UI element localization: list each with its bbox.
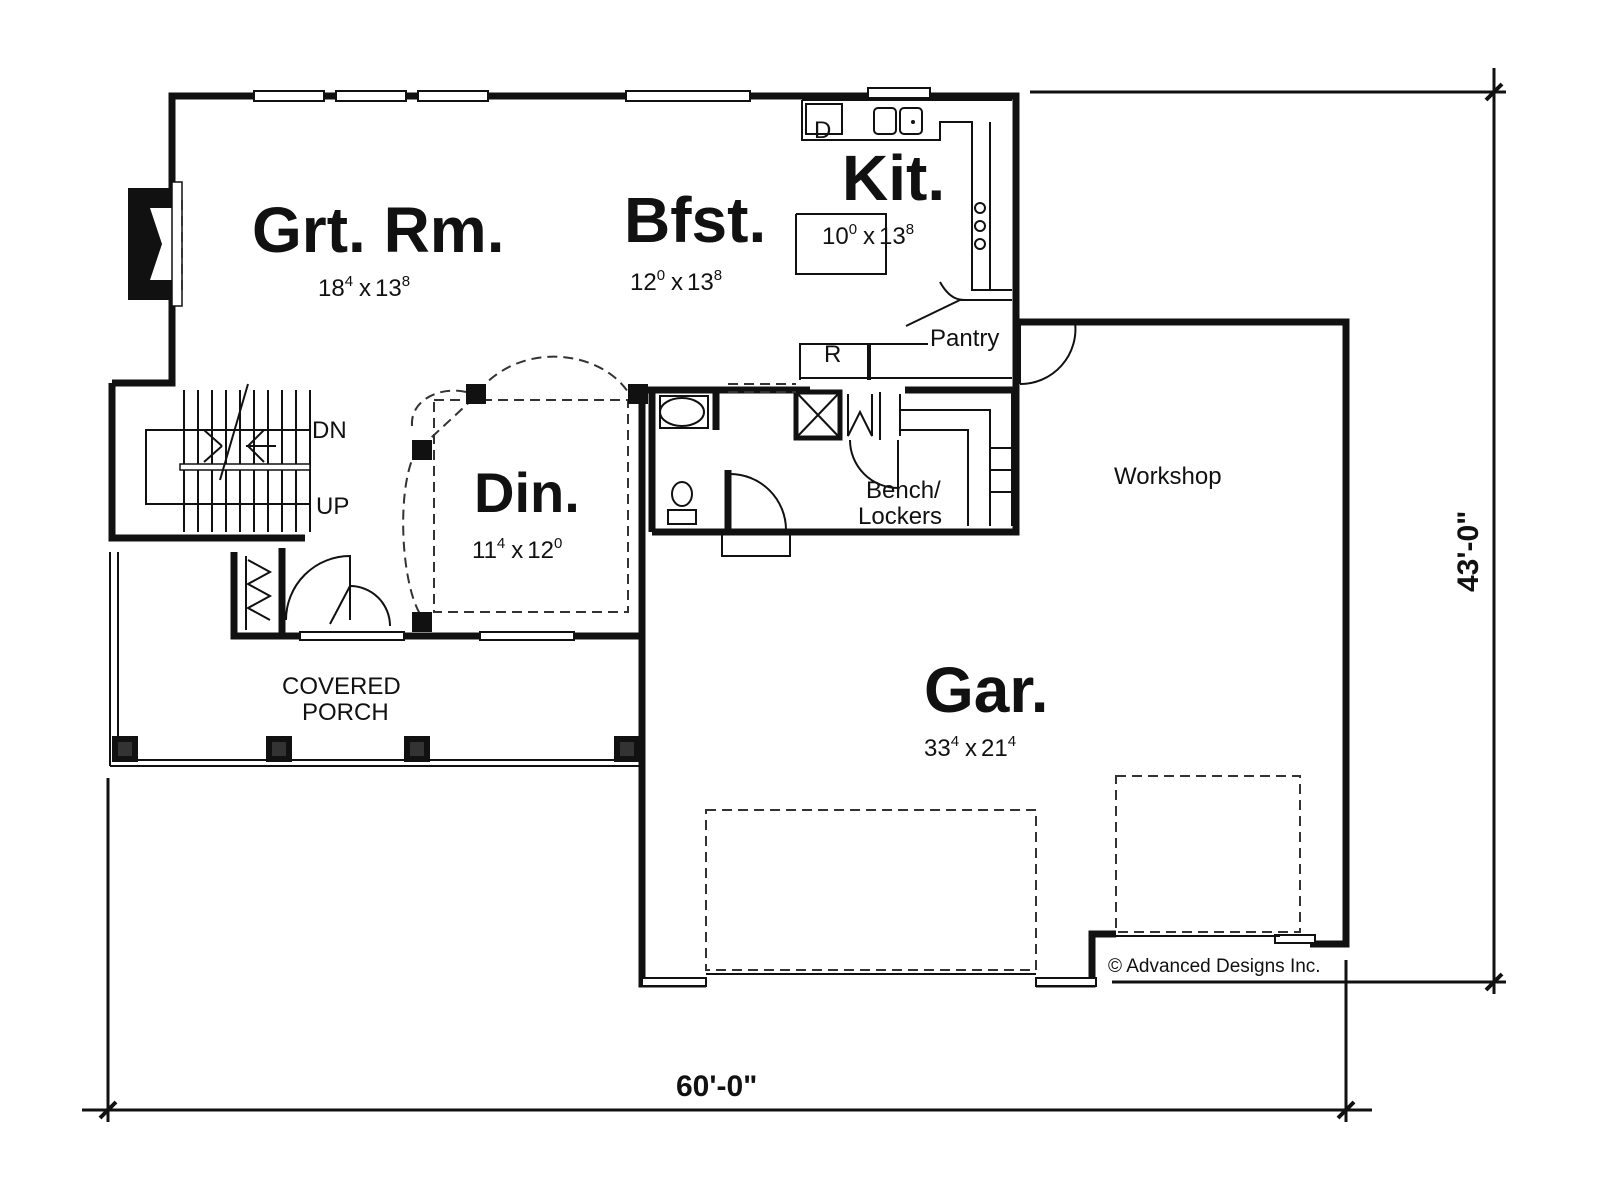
dining-area (402, 355, 648, 632)
breakfast-name: Bfst. (624, 184, 766, 256)
stairs: DN UP (145, 383, 349, 532)
porch-label-line2: PORCH (302, 699, 389, 726)
great-room-name: Grt. Rm. (252, 194, 504, 266)
fireplace (128, 181, 183, 307)
dining-name: Din. (474, 461, 580, 524)
garage-name: Gar. (924, 654, 1049, 726)
refrigerator-label: R (824, 341, 841, 368)
entry-closet (245, 548, 575, 641)
copyright-label: © Advanced Designs Inc. (1108, 956, 1321, 977)
stairs-up-label: UP (316, 493, 349, 520)
pantry-label: Pantry (930, 325, 999, 352)
mudroom: Bench/ Lockers (793, 389, 1013, 530)
kitchen-name: Kit. (842, 142, 945, 214)
windows-rear (253, 87, 931, 102)
bench-label-line1: Bench/ (866, 477, 941, 504)
pantry: Pantry R (799, 281, 1012, 380)
total-depth-dimension: 43'-0" (1452, 511, 1485, 592)
powder-room (659, 383, 796, 557)
kitchen-cabinets: D (795, 99, 1012, 291)
dimension-lines: 60'-0" 43'-0" (82, 68, 1506, 1122)
covered-porch (109, 552, 642, 767)
total-width-dimension: 60'-0" (676, 1070, 757, 1103)
bench-label-line2: Lockers (858, 503, 942, 530)
dishwasher-label: D (814, 117, 831, 144)
garage-door-swing (1019, 321, 1077, 386)
stairs-down-label: DN (312, 417, 347, 444)
garage-walls (638, 318, 1350, 988)
porch-label-line1: COVERED (282, 673, 401, 700)
workshop-label: Workshop (1114, 463, 1222, 490)
